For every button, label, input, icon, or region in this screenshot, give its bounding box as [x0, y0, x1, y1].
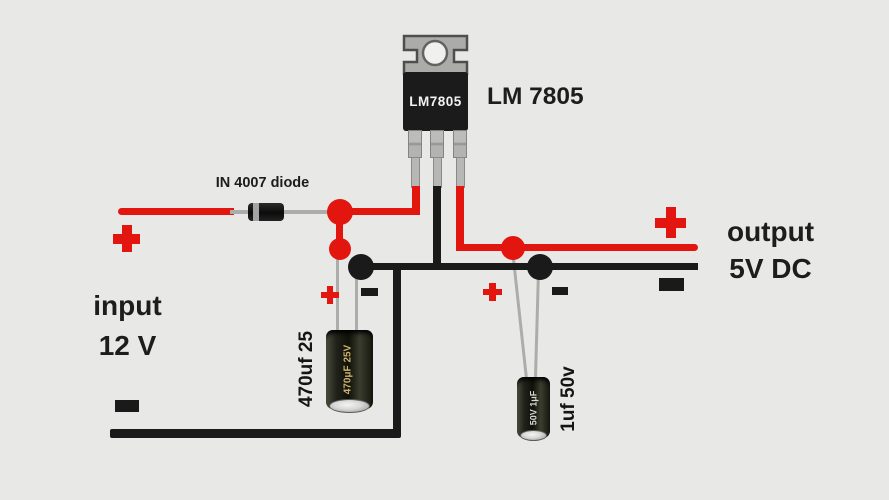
wire-output-pin-vertical [456, 186, 464, 251]
wire-junction-to-input-pin [338, 208, 420, 215]
regulator-tab [402, 34, 469, 76]
regulator-leg-input-pin [411, 157, 420, 188]
capacitor-1uf-body-text: 50V 1μF [528, 390, 539, 426]
capacitor-1uf-base [520, 430, 547, 441]
output-plus-sign [655, 207, 686, 238]
input-voltage-label: 12 V [98, 330, 157, 361]
output-label: output [726, 216, 815, 247]
diode-body [248, 203, 284, 221]
regulator-mounting-hole [421, 39, 449, 67]
junction-dot-cap470-positive [329, 238, 351, 260]
input-label: input [93, 290, 162, 321]
capacitor-470uf: 470μF 25V [326, 330, 373, 409]
diode-lead-right [283, 210, 339, 214]
junction-dot-diode-output [327, 199, 353, 225]
regulator-body: LM7805 [403, 72, 468, 131]
regulator-label: LM 7805 [487, 83, 584, 110]
cap-1uf-minus-sign [552, 287, 568, 295]
junction-dot-cap470-negative [348, 254, 374, 280]
regulator-leg-output-pin [456, 157, 465, 188]
cap-1uf-negative-lead [533, 269, 540, 381]
wire-input-pin-vertical [412, 186, 420, 215]
junction-dot-cap1uf-negative [527, 254, 553, 280]
regulator-leg-ground-shoulder [430, 130, 444, 158]
output-minus-sign [659, 278, 684, 291]
diode-cathode-band [253, 203, 259, 221]
diode-label: IN 4007 diode [215, 175, 310, 191]
wire-junction-link-vertical [336, 212, 343, 250]
input-minus-sign [115, 400, 139, 412]
ground-wire-vertical [393, 266, 401, 434]
ground-wire-bottom [110, 429, 401, 438]
capacitor-470uf-base [329, 399, 370, 413]
diode-lead-left [230, 210, 252, 214]
cap-470uf-negative-lead [355, 268, 358, 334]
regulator-leg-ground-pin [433, 157, 442, 188]
cap-470uf-minus-sign [361, 288, 378, 296]
capacitor-1uf: 50V 1μF [517, 377, 550, 438]
cap-470uf-plus-sign [321, 286, 339, 304]
output-positive-wire [457, 244, 698, 251]
regulator-leg-input-shoulder [408, 130, 422, 158]
junction-dot-cap1uf-positive [501, 236, 525, 260]
regulator-body-label: LM7805 [409, 94, 462, 109]
regulator-leg-output-shoulder [453, 130, 467, 158]
cap-1uf-label: 1uf 50v [558, 366, 579, 432]
output-voltage-label: 5V DC [729, 253, 812, 284]
cap-1uf-plus-sign [483, 283, 502, 301]
input-positive-wire [118, 208, 234, 215]
wire-ground-pin-vertical [433, 186, 441, 269]
input-plus-sign [113, 225, 140, 252]
capacitor-470uf-body-text: 470μF 25V [342, 344, 354, 395]
cap-470uf-label: 470uf 25 [296, 330, 317, 408]
